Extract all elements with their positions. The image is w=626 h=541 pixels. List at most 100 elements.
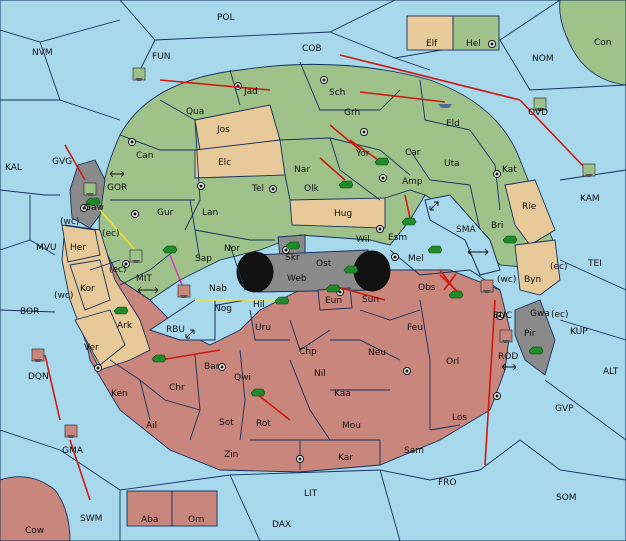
- fleet-icon[interactable]: [480, 279, 494, 293]
- land-label: Wil: [356, 235, 370, 245]
- sea-label: NOM: [532, 54, 554, 64]
- fleet-icon[interactable]: [438, 104, 452, 108]
- land-label: Amp: [402, 177, 423, 187]
- fleet-icon[interactable]: [499, 329, 513, 343]
- land-label: Esm: [388, 233, 407, 243]
- sea-label: GVG: [52, 157, 72, 167]
- army-icon[interactable]: [427, 245, 443, 254]
- army-icon[interactable]: [250, 388, 266, 397]
- sea-sma-channel: [424, 194, 501, 276]
- land-rie[interactable]: [504, 179, 556, 246]
- army-icon[interactable]: [85, 197, 101, 206]
- land-orn[interactable]: [171, 490, 218, 527]
- fleet-icon[interactable]: [132, 67, 146, 81]
- land-label: Ail: [146, 421, 157, 431]
- land-label: Qua: [186, 107, 204, 117]
- land-label: Nog: [214, 304, 232, 314]
- land-label: Qwi: [234, 373, 251, 383]
- land-label: Ost: [316, 259, 332, 269]
- land-label: Eun: [325, 296, 342, 306]
- land-label: Eld: [446, 119, 460, 129]
- land-label: Feu: [407, 323, 423, 333]
- land-label: Web: [287, 274, 307, 284]
- black-impassable-east: [353, 250, 391, 292]
- land-her[interactable]: [61, 224, 101, 263]
- land-label: Car: [405, 148, 421, 158]
- land-cow[interactable]: [0, 476, 71, 541]
- army-icon[interactable]: [502, 235, 518, 244]
- land-label: Mou: [342, 421, 361, 431]
- land-label: Bri: [491, 221, 503, 231]
- sea-label: (wc): [60, 217, 79, 227]
- direction-markers: [109, 170, 517, 371]
- sea-label: DQN: [28, 372, 49, 382]
- land-pir[interactable]: [514, 299, 556, 376]
- army-icon[interactable]: [274, 296, 290, 305]
- fleet-icon[interactable]: [83, 182, 97, 196]
- land-ver[interactable]: [74, 309, 126, 366]
- land-byn[interactable]: [514, 239, 561, 296]
- land-kor[interactable]: [69, 259, 111, 311]
- army-icon[interactable]: [113, 306, 129, 315]
- land-label: Sam: [404, 446, 424, 456]
- land-label: Sun: [362, 295, 379, 305]
- sea-label: SWM: [80, 514, 102, 524]
- sea-label: OVD: [528, 108, 548, 118]
- army-icon[interactable]: [374, 157, 390, 166]
- army-icon[interactable]: [338, 180, 354, 189]
- fleet-icon[interactable]: [129, 249, 143, 263]
- land-label: Elc: [218, 158, 231, 168]
- army-icon[interactable]: [343, 265, 359, 274]
- land-label: Gaw: [84, 203, 104, 213]
- land-label: Gur: [157, 208, 174, 218]
- army-icon[interactable]: [528, 346, 544, 355]
- land-elf[interactable]: [406, 15, 454, 51]
- army-icon[interactable]: [448, 290, 464, 299]
- army-icon[interactable]: [151, 354, 167, 363]
- fleet-icon[interactable]: [582, 163, 596, 177]
- land-hug[interactable]: [289, 197, 386, 229]
- fleet-icon[interactable]: [64, 424, 78, 438]
- army-icon[interactable]: [285, 241, 301, 250]
- land-label: Yor: [355, 149, 370, 159]
- sea-label: MVU: [36, 243, 57, 253]
- land-con[interactable]: [559, 0, 626, 86]
- land-label: Aba: [141, 515, 158, 525]
- land-label: Kat: [502, 165, 517, 175]
- land-label: Rot: [256, 419, 271, 429]
- sea-label: LIT: [304, 489, 318, 499]
- sea-label: RBU: [166, 325, 185, 335]
- fleet-icon[interactable]: [31, 348, 45, 362]
- sea-label: NVM: [32, 48, 53, 58]
- sea-label: ALT: [603, 367, 619, 377]
- sea-label: FUN: [152, 52, 171, 62]
- land-labels: Elf Hel Jad Sch Qua Jos Grh Eld Can Elc …: [70, 39, 550, 525]
- fleet-icon[interactable]: [533, 97, 547, 111]
- land-label: Jos: [216, 125, 230, 135]
- land-label: Tel: [251, 184, 264, 194]
- land-label: Kor: [80, 284, 95, 294]
- land-label: Zin: [224, 450, 238, 460]
- sea-label: KAL: [5, 163, 22, 173]
- sea-rbu-lagoon: [148, 299, 216, 341]
- land-label: Neu: [368, 348, 386, 358]
- land-label: Hug: [334, 209, 352, 219]
- land-label: Nar: [294, 165, 310, 175]
- land-label: Skr: [285, 253, 300, 263]
- land-label: Sch: [329, 88, 345, 98]
- army-icon[interactable]: [162, 245, 178, 254]
- army-icon[interactable]: [325, 284, 341, 293]
- sea-label: POL: [217, 13, 235, 23]
- land-label: Byn: [524, 275, 541, 285]
- sea-label: (ec): [550, 262, 568, 272]
- supply-centers: [80, 40, 504, 463]
- sea-label: ROD: [498, 352, 518, 362]
- land-label: Can: [136, 151, 154, 161]
- army-icon[interactable]: [401, 217, 417, 226]
- land-label: Uta: [444, 159, 460, 169]
- fleet-icon[interactable]: [177, 284, 191, 298]
- fleet-units: [31, 67, 596, 438]
- sea-label: GMA: [62, 446, 84, 456]
